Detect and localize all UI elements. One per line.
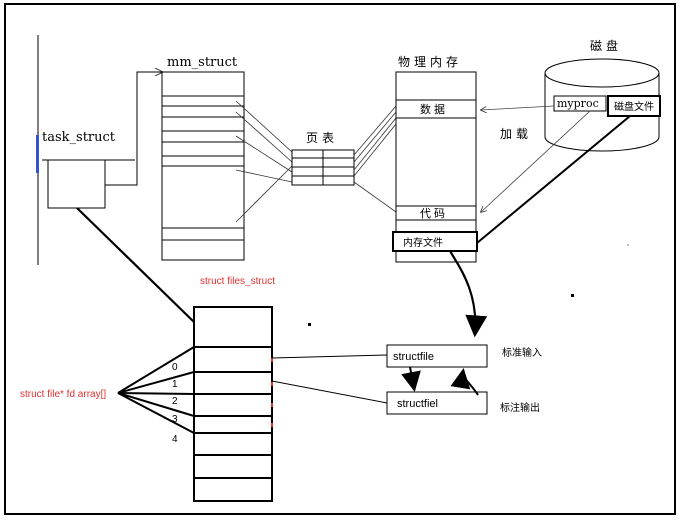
physical-memory-label: 物理内存 [398, 55, 462, 69]
page-table-label: 页表 [306, 131, 338, 145]
fd-fan-lines [117, 346, 195, 434]
fd-index-0: 0 [172, 362, 178, 373]
structfile-up-arrow [450, 368, 479, 396]
memory-file-label: 内存文件 [403, 236, 443, 249]
page-table-grid [291, 149, 355, 186]
dot-mark-1 [308, 323, 311, 326]
pagetable-to-memory-lines [353, 105, 397, 213]
disk-file-box [607, 95, 661, 117]
structfile-down-arrow [401, 366, 421, 392]
outer-frame [4, 3, 676, 515]
myproc-box [553, 95, 607, 112]
structfile-box-2 [386, 391, 488, 415]
fd-index-3: 3 [172, 414, 178, 425]
fd-array-label: struct file* fd array[] [20, 389, 106, 400]
disk-to-memory-file-line [476, 115, 631, 244]
load-label: 加载 [500, 127, 532, 141]
structfile-box-1 [386, 344, 488, 368]
files-struct-label: struct files_struct [200, 276, 275, 287]
memory-file-box [392, 231, 478, 252]
fd-index-1: 1 [172, 379, 178, 390]
fd-red-ticks [271, 358, 273, 427]
fd0-to-structfile-line [271, 354, 388, 359]
stdin-label: 标准输入 [502, 346, 542, 359]
load-arrow-data [481, 105, 555, 110]
task-to-files-struct-line [76, 207, 195, 323]
mm-struct-label: mm_struct [167, 55, 238, 70]
fd-index-2: 2 [172, 396, 178, 407]
task-struct-label: task_struct [42, 130, 116, 145]
structfile-label-2: structfiel [397, 398, 438, 410]
myproc-label: myproc [557, 97, 599, 110]
structfile-label-1: structfile [393, 351, 434, 363]
code-label: 代码 [420, 207, 448, 220]
mm-to-pagetable-lines [235, 100, 293, 223]
dot-mark-3 [627, 244, 629, 246]
task-to-mm-connector [105, 72, 162, 186]
fd1-to-structfiel-line [271, 380, 388, 404]
mm-struct-table [161, 71, 245, 261]
fd-index-4: 4 [172, 434, 178, 445]
data-label: 数据 [420, 102, 448, 116]
blue-accent-mark [36, 135, 39, 173]
disk-label: 磁盘 [590, 38, 622, 53]
disk-cylinder [544, 58, 660, 152]
stdout-label: 标注输出 [500, 401, 540, 414]
task-struct-box [47, 159, 106, 209]
disk-file-label: 磁盘文件 [614, 100, 654, 113]
dot-mark-2 [571, 294, 574, 297]
load-arrow-code [481, 110, 591, 212]
fd-array-table [193, 306, 273, 502]
memory-file-to-structfile-arrow [449, 250, 488, 338]
physical-memory-box [395, 71, 477, 263]
